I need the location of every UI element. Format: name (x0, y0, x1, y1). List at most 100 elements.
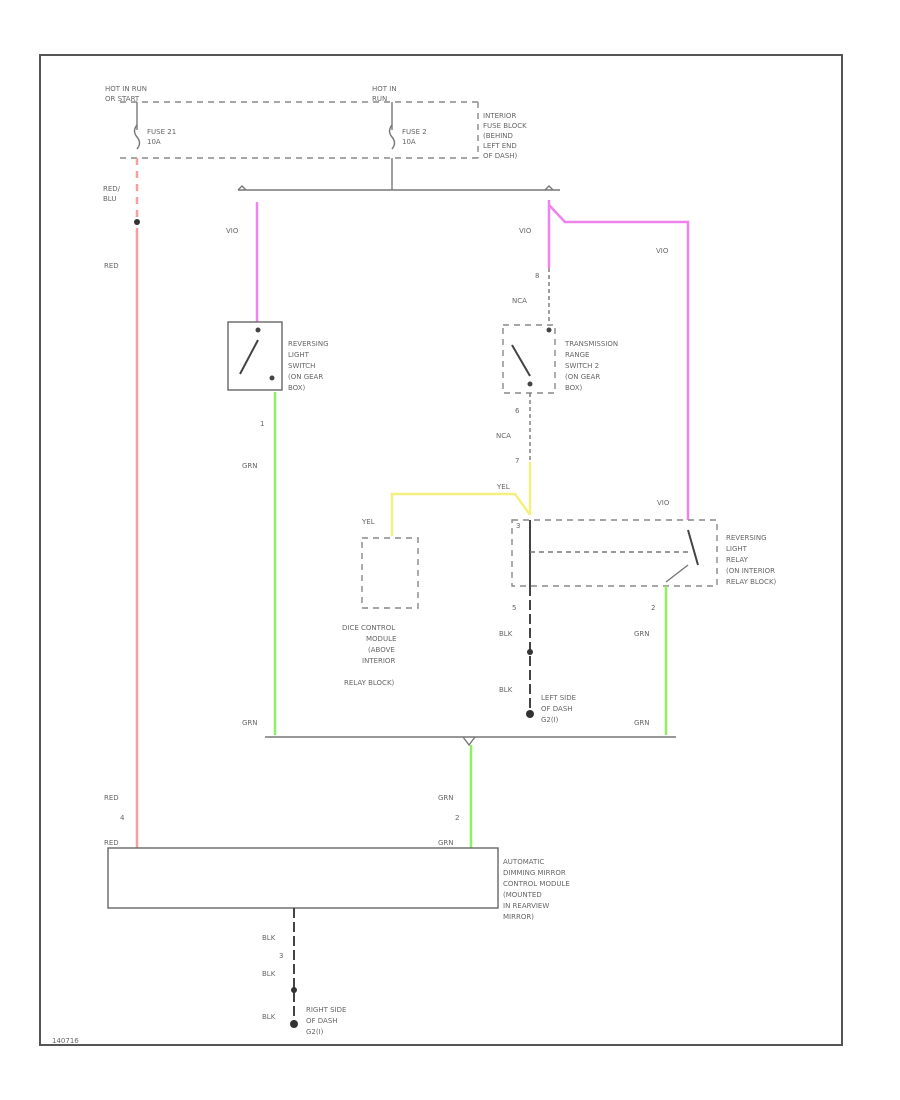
mirror-label-3: CONTROL MODULE (503, 880, 570, 888)
trans-label-5: BOX) (565, 384, 583, 392)
relay-label-5: RELAY BLOCK) (726, 578, 777, 586)
connector-dot-red (134, 219, 140, 225)
yel-top-label: YEL (496, 483, 510, 491)
pin-trans-8: 8 (535, 272, 539, 280)
grn-left-label: GRN (242, 462, 258, 470)
red-mirror-label: RED (104, 839, 119, 847)
hot-left-line2: OR START (105, 95, 140, 103)
hot-left-line1: HOT IN RUN (105, 85, 147, 93)
fuse-21-symbol (133, 124, 141, 150)
ground-symbol-right (290, 1020, 298, 1028)
blk-mirror-1-label: BLK (262, 934, 276, 942)
dice-label-2: MODULE (366, 635, 396, 643)
splice-right-end (544, 185, 554, 191)
nca-top-label: NCA (512, 297, 527, 305)
violet-wire-relay (548, 204, 690, 520)
yel-left-label: YEL (361, 518, 375, 526)
mirror-label-4: (MOUNTED (503, 891, 542, 899)
blk-ground-label: BLK (499, 686, 513, 694)
dice-label-4: INTERIOR (362, 657, 395, 665)
fuse-21-label: FUSE 21 (147, 128, 176, 136)
fuse-block-label-2: FUSE BLOCK (483, 122, 527, 130)
ground-right-3: G2(I) (306, 1028, 324, 1036)
dice-label-3: (ABOVE (368, 646, 395, 654)
reversing-switch-contact-bottom (269, 375, 275, 381)
relay-contact-blade (687, 529, 699, 566)
fuse-2-label: FUSE 2 (402, 128, 427, 136)
pin-trans-7: 7 (515, 457, 519, 465)
connector-dot-blk (527, 649, 533, 655)
fuse-block-label-3: (BEHIND (483, 132, 513, 140)
vio-relay-label: VIO (657, 499, 670, 507)
trans-switch-blade (511, 344, 531, 377)
trans-switch-contact-bottom (527, 381, 533, 387)
pin-mirror-2: 2 (455, 814, 459, 822)
relay-label-3: RELAY (726, 556, 749, 564)
pin-switch-1: 1 (260, 420, 264, 428)
rev-switch-label-2: LIGHT (288, 351, 310, 359)
mirror-label-5: IN REARVIEW (503, 902, 549, 910)
diagram-code: 140716 (52, 1037, 79, 1045)
relay-label-2: LIGHT (726, 545, 748, 553)
rev-switch-label-1: REVERSING (288, 340, 329, 348)
pin-mirror-3: 3 (279, 952, 283, 960)
blk-mirror-3-label: BLK (262, 1013, 276, 1021)
pin-trans-6: 6 (515, 407, 520, 415)
fuse-2-rating: 10A (402, 138, 416, 146)
relay-label-1: REVERSING (726, 534, 767, 542)
red-blu-label-2: BLU (103, 195, 116, 203)
reversing-switch-contact-top (255, 327, 261, 333)
nca-bottom-label: NCA (496, 432, 511, 440)
grn-right-label: GRN (634, 630, 650, 638)
yellow-wire-dice (390, 492, 532, 536)
trans-label-2: RANGE (565, 351, 589, 359)
transmission-range-switch-box (502, 324, 556, 394)
splice-junction (462, 736, 476, 747)
rev-switch-label-4: (ON GEAR (288, 373, 323, 381)
hot-mid-line1: HOT IN (372, 85, 397, 93)
dice-label-1: DICE CONTROL (342, 624, 395, 632)
mirror-control-module-box (107, 847, 499, 909)
grn-mirror-top-label: GRN (438, 794, 454, 802)
grn-bottom-right-label: GRN (634, 719, 650, 727)
pin-relay-3: 3 (516, 522, 520, 530)
trans-switch-contact-top (546, 327, 552, 333)
pin-mirror-4: 4 (120, 814, 125, 822)
reversing-light-relay-box (511, 519, 718, 587)
dice-control-module-box (361, 537, 419, 609)
relay-label-4: (ON INTERIOR (726, 567, 775, 575)
red-blu-label-1: RED/ (103, 185, 121, 193)
hot-mid-line2: RUN (372, 95, 387, 103)
trans-label-1: TRANSMISSION (564, 340, 618, 348)
vio-right-label: VIO (656, 247, 669, 255)
ground-left-1: LEFT SIDE (541, 694, 576, 702)
diagram-frame (39, 54, 843, 1046)
reversing-switch-blade (239, 339, 259, 375)
red-wire-label: RED (104, 262, 119, 270)
ground-left-3: G2(I) (541, 716, 559, 724)
fuse-block-label-1: INTERIOR (483, 112, 516, 120)
ground-symbol-left (526, 710, 534, 718)
blk-relay-label: BLK (499, 630, 513, 638)
rev-switch-label-5: BOX) (288, 384, 306, 392)
reversing-light-switch-box (227, 321, 283, 391)
fuse-2-symbol (388, 124, 396, 150)
rev-switch-label-3: SWITCH (288, 362, 315, 370)
ground-right-2: OF DASH (306, 1017, 338, 1025)
vio-left-label: VIO (226, 227, 239, 235)
ground-left-2: OF DASH (541, 705, 573, 713)
mirror-label-2: DIMMING MIRROR (503, 869, 566, 877)
red-mirror-top-label: RED (104, 794, 119, 802)
blk-mirror-2-label: BLK (262, 970, 276, 978)
mirror-label-1: AUTOMATIC (503, 858, 544, 866)
fuse-block-label-5: OF DASH) (483, 152, 518, 160)
connector-dot-mirror-blk (291, 987, 297, 993)
relay-contact-lead (665, 564, 689, 583)
trans-label-4: (ON GEAR (565, 373, 600, 381)
fuse-21-rating: 10A (147, 138, 161, 146)
mirror-label-6: MIRROR) (503, 913, 534, 921)
trans-label-3: SWITCH 2 (565, 362, 599, 370)
vio-mid-label: VIO (519, 227, 532, 235)
dice-label-5: RELAY BLOCK) (344, 679, 395, 687)
